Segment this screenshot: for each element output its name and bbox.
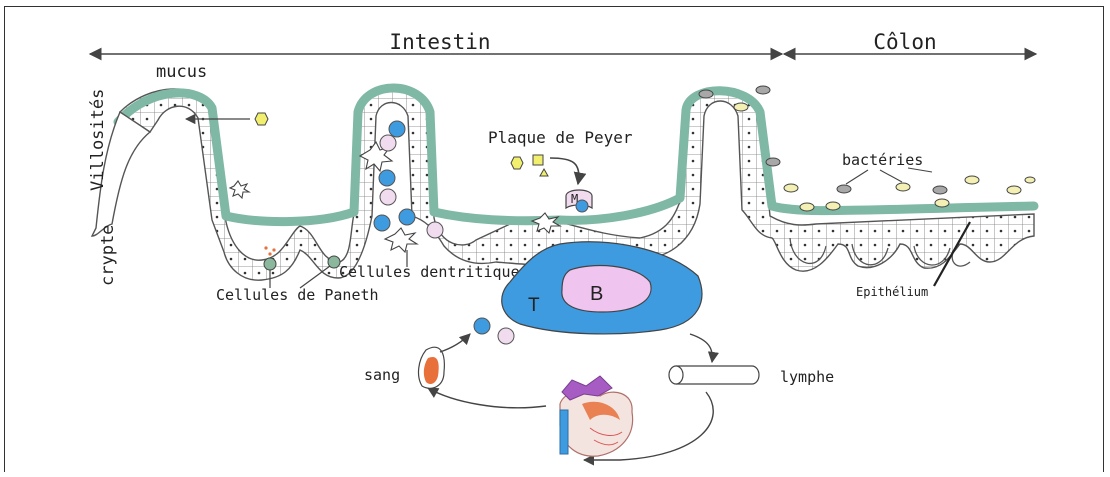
- bacteries-pointers: [846, 168, 932, 184]
- lymphe-label: lymphe: [780, 368, 834, 386]
- paneth-label-pointer: [300, 266, 330, 288]
- peyer-antigens: [511, 155, 548, 176]
- heart-icon: [560, 376, 633, 456]
- lymph-vessel: [669, 366, 759, 384]
- cellules-paneth-label: Cellules de Paneth: [216, 286, 379, 304]
- sang-label: sang: [364, 366, 400, 384]
- blood-vessel: [419, 347, 445, 388]
- blood-to-cells-arrow: [440, 334, 470, 352]
- colon-label: Côlon: [873, 30, 936, 54]
- plaque-peyer-label: Plaque de Peyer: [488, 128, 633, 147]
- b-zone-label: B: [590, 283, 603, 305]
- mucus-label: mucus: [156, 62, 207, 82]
- antigen-icon: [255, 113, 268, 125]
- t-zone-label: T: [528, 295, 540, 316]
- b-follicle: [562, 266, 651, 312]
- crypte-label: crypte: [98, 225, 118, 286]
- peyer-pointer-arrow: [550, 158, 579, 184]
- epithelium-label: Epithélium: [856, 285, 928, 299]
- bacteries-label: bactéries: [842, 151, 923, 169]
- circulating-cells: [474, 318, 514, 344]
- heart-to-blood-arrow: [428, 388, 546, 408]
- m-cell: M: [566, 190, 592, 212]
- villosites-label: Villosités: [88, 89, 108, 191]
- intestin-label: Intestin: [389, 30, 490, 54]
- cellules-dentritiques-label: Cellules dentritiques: [339, 263, 529, 281]
- node-to-lymph-arrow: [690, 334, 712, 362]
